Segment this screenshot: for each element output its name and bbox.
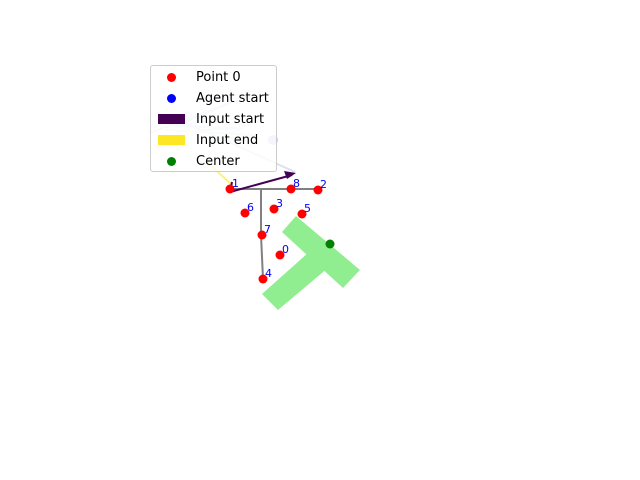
point-marker xyxy=(258,274,268,284)
legend: Point 0 Agent start Input start Input en… xyxy=(150,65,277,172)
points: 0 1 2 3 4 5 67 8 xyxy=(225,177,327,284)
point-label: 7 xyxy=(264,223,271,236)
point-marker xyxy=(269,204,279,214)
point-label: 2 xyxy=(320,178,327,191)
legend-label: Agent start xyxy=(196,90,269,106)
green-dot-icon xyxy=(166,156,176,166)
point-marker xyxy=(225,184,235,194)
t-shape xyxy=(262,216,360,310)
point-marker xyxy=(286,184,296,194)
point-label: 0 xyxy=(282,243,289,256)
legend-label: Input start xyxy=(196,111,265,127)
legend-label: Center xyxy=(196,153,240,169)
point-marker xyxy=(313,185,323,195)
point-marker xyxy=(275,250,285,260)
legend-item-point-0: Point 0 xyxy=(151,67,276,87)
point-label: 3 xyxy=(276,197,283,210)
legend-item-agent-start: Agent start xyxy=(151,88,276,108)
purple-rect-icon xyxy=(157,114,185,124)
yellow-rect-icon xyxy=(157,135,185,145)
legend-label: Input end xyxy=(196,132,259,148)
point-marker xyxy=(257,230,267,240)
blue-dot-icon xyxy=(166,93,176,103)
t-shape-stem-bar xyxy=(262,244,335,310)
point-label: 8 xyxy=(293,177,300,190)
point-marker xyxy=(240,208,250,218)
red-dot-icon xyxy=(166,72,176,82)
point-label: 1 xyxy=(232,177,239,190)
legend-label: Point 0 xyxy=(196,69,241,85)
point-label: 5 xyxy=(304,202,311,215)
point-marker xyxy=(297,209,307,219)
legend-item-center: Center xyxy=(151,151,276,171)
center-marker xyxy=(325,239,335,249)
legend-item-input-end: Input end xyxy=(151,130,276,150)
legend-item-input-start: Input start xyxy=(151,109,276,129)
point-label: 6 xyxy=(247,201,254,214)
point-label: 4 xyxy=(265,267,272,280)
